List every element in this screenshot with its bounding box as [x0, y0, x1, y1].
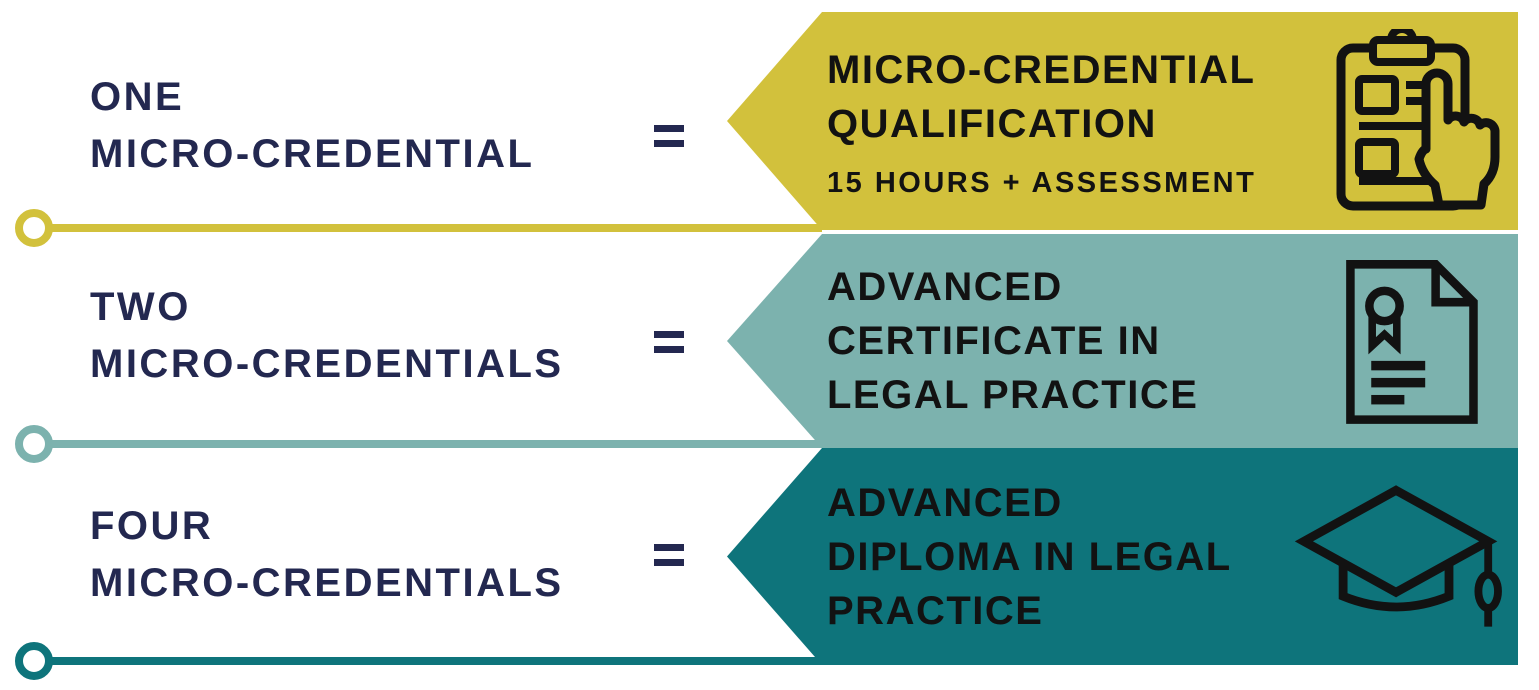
equals-bar [654, 140, 684, 147]
banner-title: ADVANCED DIPLOMA IN LEGAL PRACTICE [827, 480, 1232, 633]
timeline-rule-teal-dark [50, 657, 822, 665]
graduation-cap-icon [1294, 484, 1502, 627]
row-label: TWO MICRO-CREDENTIALS [90, 285, 564, 386]
row-label: FOUR MICRO-CREDENTIALS [90, 504, 564, 605]
clipboard-checklist-tap-hand-icon [1336, 29, 1500, 211]
equals-bar [654, 544, 684, 551]
timeline-rule-yellow [50, 224, 822, 232]
equals-icon: = [654, 331, 684, 353]
certificate-document-icon [1346, 260, 1478, 424]
timeline-rule-teal-light [50, 440, 822, 448]
equals-icon: = [654, 125, 684, 147]
row-label: ONE MICRO-CREDENTIAL [90, 75, 535, 176]
equals-bar [654, 559, 684, 566]
banner-advanced-certificate: ADVANCED CERTIFICATE IN LEGAL PRACTICE [727, 234, 1518, 448]
banner-title: ADVANCED CERTIFICATE IN LEGAL PRACTICE [827, 265, 1199, 417]
timeline-ring-teal-dark [15, 642, 53, 680]
banner-subtitle: 15 HOURS + ASSESSMENT [827, 166, 1257, 199]
banner-micro-credential-qualification: MICRO-CREDENTIAL QUALIFICATION 15 HOURS … [727, 12, 1518, 230]
equals-icon: = [654, 544, 684, 566]
equals-bar [654, 346, 684, 353]
timeline-ring-teal-light [15, 425, 53, 463]
equals-bar [654, 331, 684, 338]
banner-advanced-diploma: ADVANCED DIPLOMA IN LEGAL PRACTICE [727, 448, 1518, 665]
banner-title: MICRO-CREDENTIAL QUALIFICATION [827, 47, 1256, 146]
timeline-ring-yellow [15, 209, 53, 247]
equals-bar [654, 125, 684, 132]
